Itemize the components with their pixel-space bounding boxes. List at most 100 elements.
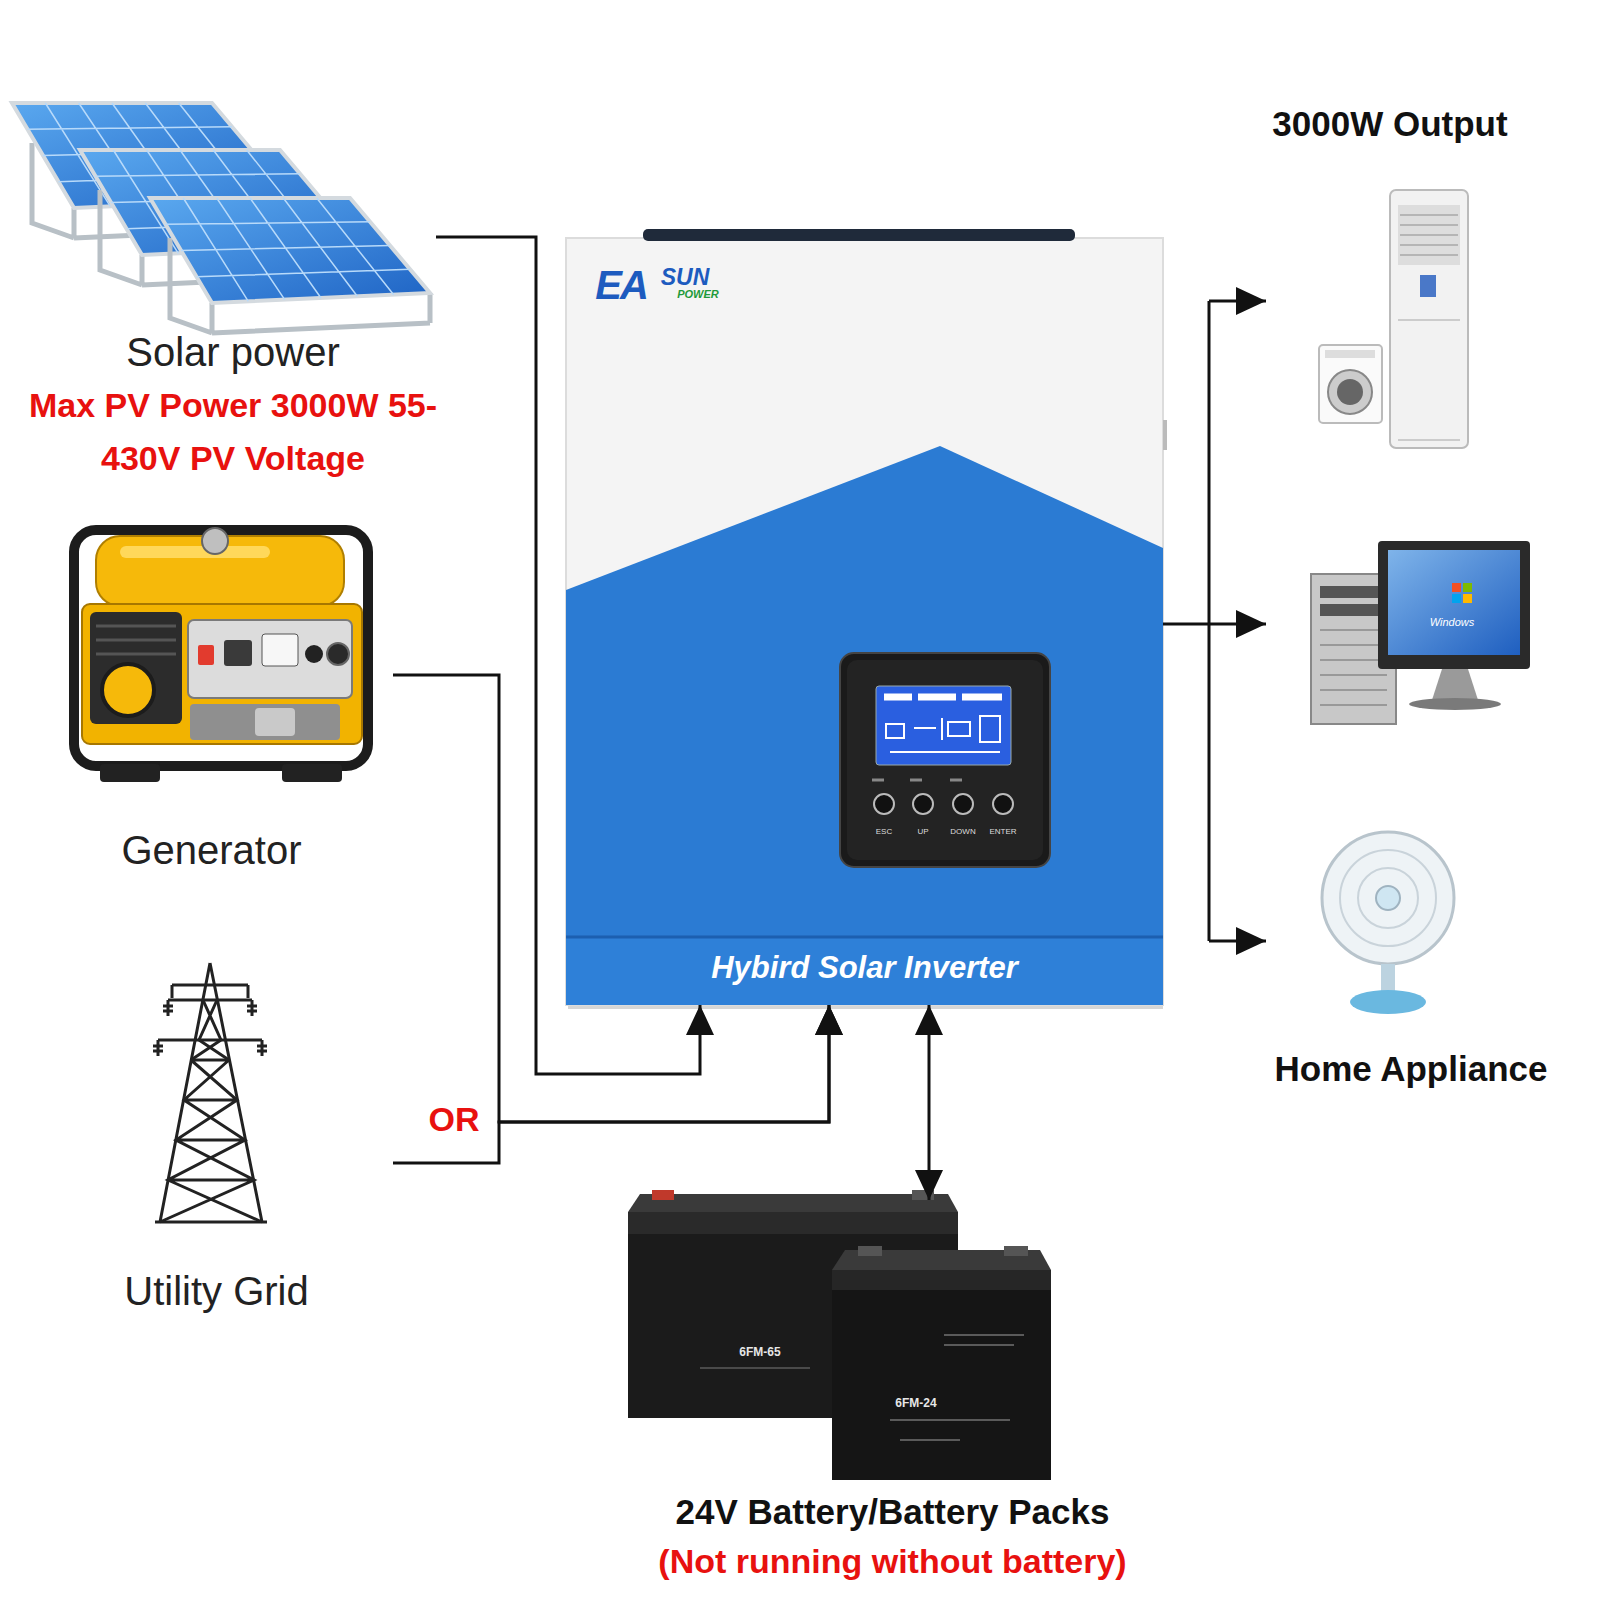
monitor-base — [1409, 698, 1501, 710]
grid-source: Utility Grid — [40, 950, 393, 1320]
generator-illustration — [74, 528, 368, 782]
node-text: Max PV Power 3000W 55-430V PV Voltage — [28, 379, 438, 485]
generator-frame — [74, 530, 368, 766]
engine-fins — [96, 626, 176, 654]
connector-branch — [1209, 623, 1266, 626]
battery-print — [700, 1367, 810, 1369]
node-text: Hybird Solar Inverter — [566, 946, 1163, 990]
engine-base — [190, 704, 340, 740]
battery-lid — [832, 1270, 1051, 1290]
connector-bus — [1208, 301, 1211, 941]
connector — [393, 1005, 829, 1163]
button-label: UP — [908, 827, 938, 837]
breaker — [224, 640, 252, 666]
appliance-illustration — [1311, 190, 1530, 1014]
logo-square — [1463, 583, 1472, 592]
fan-base — [1350, 990, 1426, 1014]
connector-line — [928, 1005, 931, 1200]
node-text: Generator — [30, 828, 393, 872]
connector-branch — [1209, 300, 1266, 303]
appliance-group: 3000W OutputHome Appliance — [1266, 100, 1568, 1100]
knob — [305, 645, 323, 663]
washer-panel — [1325, 350, 1375, 358]
battery-model: 6FM-65 — [725, 1345, 795, 1359]
inverter-body — [566, 238, 1163, 1005]
node-text: (Not running without battery) — [590, 1539, 1195, 1583]
logo-square — [1463, 594, 1472, 603]
monitor-stand — [1432, 669, 1478, 700]
muffler — [255, 708, 295, 736]
node-text: Utility Grid — [40, 1269, 393, 1313]
insulators — [153, 985, 267, 1056]
monitor — [1378, 541, 1530, 669]
lcd-screen — [876, 686, 1011, 765]
pc-vents — [1320, 630, 1387, 705]
screen-text: Windows — [1417, 615, 1487, 629]
display-bezel — [847, 660, 1043, 860]
terminal — [858, 1246, 882, 1256]
brand-logo: EA — [586, 264, 656, 306]
node-text: Home Appliance — [1266, 1047, 1556, 1091]
fan-ring — [1358, 868, 1418, 928]
ac-unit — [1390, 190, 1468, 448]
node-text: 3000W Output — [1266, 102, 1514, 146]
inverter-band — [566, 937, 1163, 1005]
battery-body — [832, 1290, 1051, 1480]
switch — [198, 645, 214, 665]
logo-square — [1452, 594, 1461, 603]
ac-lines — [1398, 320, 1460, 440]
connector-line — [393, 1005, 829, 1163]
washer-drum — [1337, 379, 1363, 405]
lcd-digits — [884, 694, 1002, 701]
lcd-icons — [886, 716, 1000, 752]
tower-illustration — [153, 963, 267, 1222]
terminal — [912, 1190, 934, 1200]
button-label: DOWN — [948, 827, 978, 837]
fuel-cap — [202, 528, 228, 554]
display-panel — [840, 653, 1050, 867]
battery-print — [890, 1335, 1024, 1440]
tower-legs — [155, 963, 267, 1222]
tower-lattice — [160, 1060, 262, 1222]
inverter-blue-panel — [566, 446, 1163, 937]
fan-hub — [1376, 886, 1400, 910]
socket — [327, 643, 349, 665]
battery-top — [628, 1194, 958, 1212]
button-label: ENTER — [988, 827, 1018, 837]
connector-trunk — [1163, 623, 1209, 626]
terminal — [1004, 1246, 1028, 1256]
solar-panel — [150, 198, 430, 333]
brand-logo: POWER — [673, 288, 723, 300]
indicators — [872, 779, 962, 782]
battery-illustration — [628, 1190, 1051, 1480]
inverter-top-bar — [643, 229, 1075, 241]
connector — [1163, 301, 1266, 941]
washer — [1319, 345, 1382, 423]
band-edge — [566, 936, 1163, 939]
generator-source: Generator — [30, 505, 393, 880]
tower-lattice — [191, 1000, 229, 1060]
button-label: ESC — [869, 827, 899, 837]
terminal — [652, 1190, 674, 1200]
ac-display — [1420, 275, 1436, 297]
battery-bank: 24V Battery/Battery Packs(Not running wi… — [590, 1200, 1195, 1595]
engine-block — [90, 612, 182, 724]
button — [953, 794, 973, 814]
recoil-starter — [102, 664, 154, 716]
connector-line — [393, 675, 829, 1122]
battery-model: 6FM-24 — [886, 1396, 946, 1410]
ac-grille — [1398, 205, 1460, 265]
drive-bay — [1320, 604, 1387, 616]
button — [874, 794, 894, 814]
foot — [282, 764, 342, 782]
tank-highlight — [120, 546, 270, 558]
generator-body — [82, 604, 362, 744]
control-panel — [188, 620, 352, 698]
foot — [100, 764, 160, 782]
logo-square — [1452, 583, 1461, 592]
connector — [436, 237, 700, 1074]
